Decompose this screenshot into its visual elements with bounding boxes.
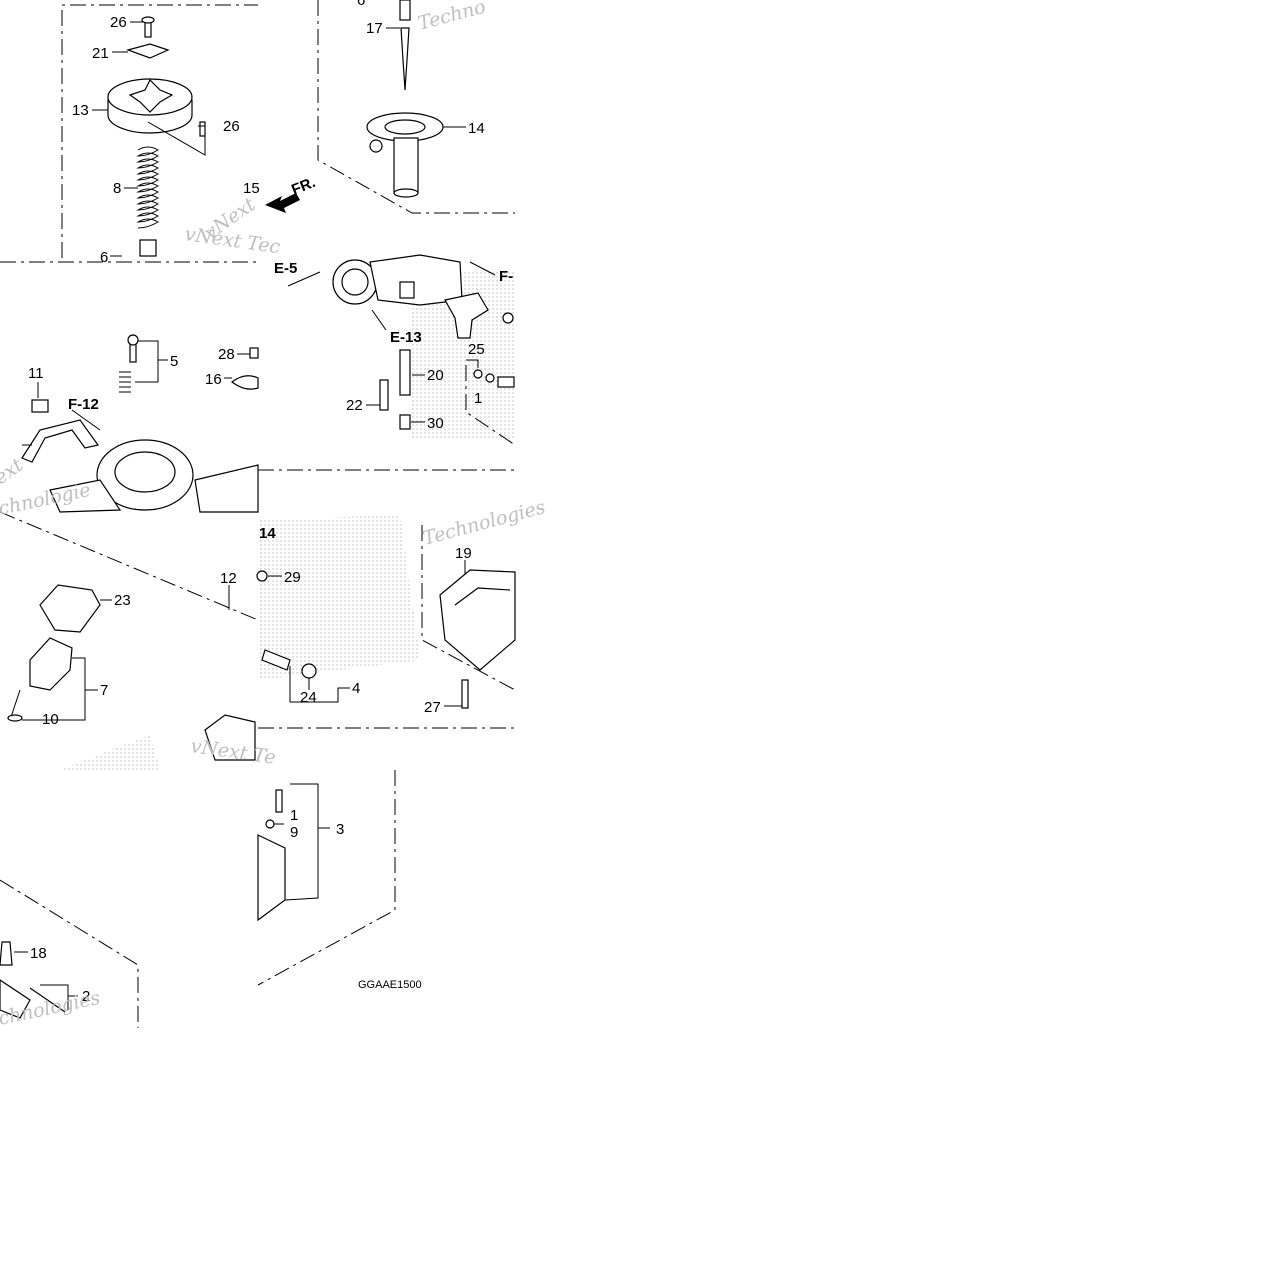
callout-label: 13 bbox=[72, 102, 89, 119]
callout-label: 10 bbox=[42, 711, 59, 728]
shading-area bbox=[60, 735, 160, 770]
callout-label: 24 bbox=[300, 689, 317, 706]
section-ref: F-12 bbox=[68, 396, 99, 413]
callout-label: 23 bbox=[114, 592, 131, 609]
choke-assembly bbox=[7, 584, 256, 761]
callout-label: 8 bbox=[113, 180, 121, 197]
section-ref: 14 bbox=[259, 525, 276, 542]
diaphragm-cover-assembly bbox=[107, 16, 206, 137]
direction-label: FR. bbox=[289, 174, 318, 199]
watermark-text: vNext Te bbox=[189, 735, 277, 769]
callout-label: 26 bbox=[110, 14, 127, 31]
throttle-body-assembly bbox=[21, 334, 259, 513]
callout-labels: 26 21 13 26 8 15 6 6 17 14 5 28 16 11 25… bbox=[28, 0, 485, 1005]
carburetor-body bbox=[332, 254, 514, 339]
float-chamber bbox=[439, 569, 516, 709]
callout-label: 29 bbox=[284, 569, 301, 586]
callout-label: 26 bbox=[223, 118, 240, 135]
callout-label: 30 bbox=[427, 415, 444, 432]
watermark-text: Techno bbox=[416, 0, 488, 35]
jets-group bbox=[379, 349, 515, 430]
section-ref: F- bbox=[499, 268, 513, 285]
callout-label: 7 bbox=[100, 682, 108, 699]
leader-lines bbox=[14, 21, 496, 1010]
float-bowl-group bbox=[257, 789, 286, 922]
callout-label: 27 bbox=[424, 699, 441, 716]
direction-arrow bbox=[265, 193, 300, 213]
spring bbox=[136, 146, 159, 257]
callout-label: 1 bbox=[474, 390, 482, 407]
pilot-screw-group bbox=[256, 570, 317, 679]
callout-label: 18 bbox=[30, 945, 47, 962]
group-borders bbox=[0, 0, 516, 1028]
callout-label: 5 bbox=[170, 353, 178, 370]
callout-label: 14 bbox=[468, 120, 485, 137]
callout-label: 20 bbox=[427, 367, 444, 384]
callout-label: 1 bbox=[290, 807, 298, 824]
diagram-code: GGAAE1500 bbox=[358, 979, 422, 991]
callout-label: 6 bbox=[357, 0, 365, 9]
callout-label: 2 bbox=[82, 988, 90, 1005]
callout-label: 22 bbox=[346, 397, 363, 414]
callout-label: 9 bbox=[290, 824, 298, 841]
callout-label: 21 bbox=[92, 45, 109, 62]
callout-label: 16 bbox=[205, 371, 222, 388]
watermark-text: ext bbox=[0, 454, 27, 489]
callout-label: 19 bbox=[455, 545, 472, 562]
watermark-text: Technologies bbox=[421, 496, 548, 550]
callout-label: 15 bbox=[243, 180, 260, 197]
watermark-text: chnologie bbox=[0, 479, 93, 520]
callout-label: 12 bbox=[220, 570, 237, 587]
callout-label: 25 bbox=[468, 341, 485, 358]
section-refs: E-5 E-13 F-12 F- 14 bbox=[68, 260, 513, 542]
callout-label: 28 bbox=[218, 346, 235, 363]
callout-label: 11 bbox=[28, 365, 44, 382]
shading-area bbox=[258, 515, 420, 680]
section-ref: E-13 bbox=[390, 329, 422, 346]
drain-group bbox=[0, 941, 66, 1019]
callout-label: 17 bbox=[366, 20, 383, 37]
section-ref: E-5 bbox=[274, 260, 297, 277]
callout-label: 6 bbox=[100, 249, 108, 266]
callout-label: 4 bbox=[352, 680, 360, 697]
callout-label: 3 bbox=[336, 821, 344, 838]
